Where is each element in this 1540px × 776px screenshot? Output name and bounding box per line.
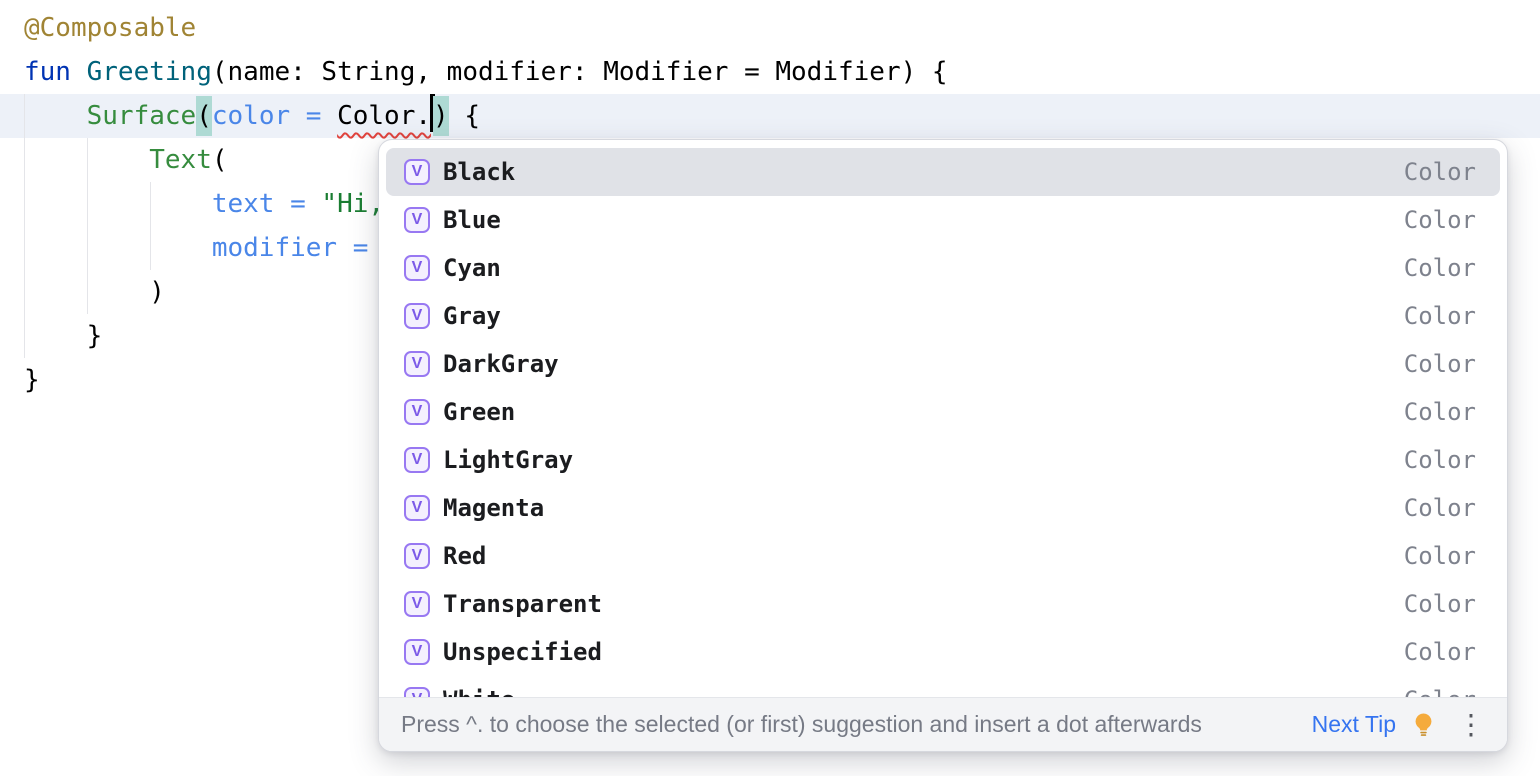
completion-item-label: Green xyxy=(443,398,516,426)
completion-item-label: Transparent xyxy=(443,590,602,618)
code-line-text-arg[interactable]: text = "Hi, xyxy=(24,182,948,226)
text-cursor xyxy=(430,94,436,132)
completion-item-transparent[interactable]: V Transparent Color xyxy=(386,580,1500,628)
code-line-function-declaration[interactable]: fun Greeting(name: String, modifier: Mod… xyxy=(24,50,948,94)
named-argument-token: text = xyxy=(211,189,322,219)
code-line-surface[interactable]: Surface(color = Color.) { xyxy=(24,94,948,138)
completion-item-label: Cyan xyxy=(443,254,501,282)
enum-value-icon: V xyxy=(404,399,430,425)
indent xyxy=(24,189,212,219)
keyword-token: fun xyxy=(24,57,87,87)
matched-paren-close: ) xyxy=(433,96,449,136)
completion-item-type: Color xyxy=(1403,590,1476,618)
function-name-token: Greeting xyxy=(86,57,212,87)
enum-value-icon: V xyxy=(404,303,430,329)
completion-item-green[interactable]: V Green Color xyxy=(386,388,1500,436)
completion-item-label: Black xyxy=(443,158,516,186)
enum-value-icon: V xyxy=(404,159,430,185)
completion-item-type: Color xyxy=(1403,542,1476,570)
indent-guide xyxy=(24,94,25,358)
lightbulb-icon xyxy=(1415,713,1432,736)
next-tip-link[interactable]: Next Tip xyxy=(1311,711,1396,737)
completion-item-gray[interactable]: V Gray Color xyxy=(386,292,1500,340)
completion-item-cyan[interactable]: V Cyan Color xyxy=(386,244,1500,292)
completion-item-magenta[interactable]: V Magenta Color xyxy=(386,484,1500,532)
completion-item-label: LightGray xyxy=(443,446,574,474)
completion-item-label: Gray xyxy=(443,302,501,330)
completion-hint-bar: Press ^. to choose the selected (or firs… xyxy=(379,697,1507,751)
completion-item-type: Color xyxy=(1403,446,1476,474)
completion-item-red[interactable]: V Red Color xyxy=(386,532,1500,580)
completion-item-label: DarkGray xyxy=(443,350,559,378)
indent-guide xyxy=(87,138,88,314)
enum-value-icon: V xyxy=(404,255,430,281)
completion-item-label: Blue xyxy=(443,206,501,234)
code-line-close-brace-outer[interactable]: } xyxy=(24,358,948,402)
composable-call-token: Text xyxy=(149,145,212,175)
named-argument-token: modifier = xyxy=(211,233,385,263)
enum-value-icon: V xyxy=(404,639,430,665)
more-options-icon[interactable]: ⋮ xyxy=(1457,707,1485,741)
completion-item-label: Red xyxy=(443,542,487,570)
completion-item-label: Unspecified xyxy=(443,638,602,666)
current-line-highlight xyxy=(0,94,1540,138)
completion-item-darkgray[interactable]: V DarkGray Color xyxy=(386,340,1500,388)
brace-token: { xyxy=(448,101,480,131)
indent xyxy=(24,101,87,131)
code-line-close-paren[interactable]: ) xyxy=(24,270,948,314)
completion-popup: V Black Color V Blue Color V Cyan Color … xyxy=(378,139,1508,752)
completion-item-label: Magenta xyxy=(443,494,545,522)
completion-item-blue[interactable]: V Blue Color xyxy=(386,196,1500,244)
completion-item-type: Color xyxy=(1403,350,1476,378)
completion-item-type: Color xyxy=(1403,254,1476,282)
indent xyxy=(24,233,212,263)
brace-token: } xyxy=(24,321,103,351)
completion-item-type: Color xyxy=(1403,398,1476,426)
enum-value-icon: V xyxy=(404,495,430,521)
matched-paren-open: ( xyxy=(196,96,212,136)
completion-list: V Black Color V Blue Color V Cyan Color … xyxy=(379,140,1507,697)
string-token: "Hi, xyxy=(321,189,385,219)
enum-value-icon: V xyxy=(404,543,430,569)
code-line-annotation[interactable]: @Composable xyxy=(24,6,948,50)
completion-item-black[interactable]: V Black Color xyxy=(386,148,1500,196)
paren-token: ) xyxy=(24,277,165,307)
enum-value-icon: V xyxy=(404,351,430,377)
completion-item-type: Color xyxy=(1403,638,1476,666)
completion-item-lightgray[interactable]: V LightGray Color xyxy=(386,436,1500,484)
paren-token: ( xyxy=(211,145,228,175)
completion-item-white[interactable]: V White Color xyxy=(386,676,1500,697)
unresolved-reference-token: Color. xyxy=(337,101,432,131)
enum-value-icon: V xyxy=(404,207,430,233)
code-line-modifier-arg[interactable]: modifier = xyxy=(24,226,948,270)
enum-value-icon: V xyxy=(404,591,430,617)
completion-item-type: Color xyxy=(1403,302,1476,330)
annotation-token: @Composable xyxy=(24,13,197,43)
brace-token: } xyxy=(24,365,40,395)
completion-item-label: White xyxy=(443,686,515,697)
composable-call-token: Surface xyxy=(86,101,197,131)
completion-item-type: Color xyxy=(1403,206,1476,234)
named-argument-token: color = xyxy=(211,101,338,131)
indent xyxy=(24,145,149,175)
completion-item-type: Color xyxy=(1403,158,1476,186)
completion-item-unspecified[interactable]: V Unspecified Color xyxy=(386,628,1500,676)
indent-guide xyxy=(150,182,151,270)
completion-item-type: Color xyxy=(1403,494,1476,522)
code-editor[interactable]: @Composable fun Greeting(name: String, m… xyxy=(24,6,948,402)
enum-value-icon: V xyxy=(404,687,430,697)
signature-token: (name: String, modifier: Modifier = Modi… xyxy=(211,57,948,87)
code-line-text-call[interactable]: Text( xyxy=(24,138,948,182)
completion-item-type: Color xyxy=(1404,686,1476,697)
code-line-close-brace-inner[interactable]: } xyxy=(24,314,948,358)
enum-value-icon: V xyxy=(404,447,430,473)
hint-text: Press ^. to choose the selected (or firs… xyxy=(401,711,1202,737)
